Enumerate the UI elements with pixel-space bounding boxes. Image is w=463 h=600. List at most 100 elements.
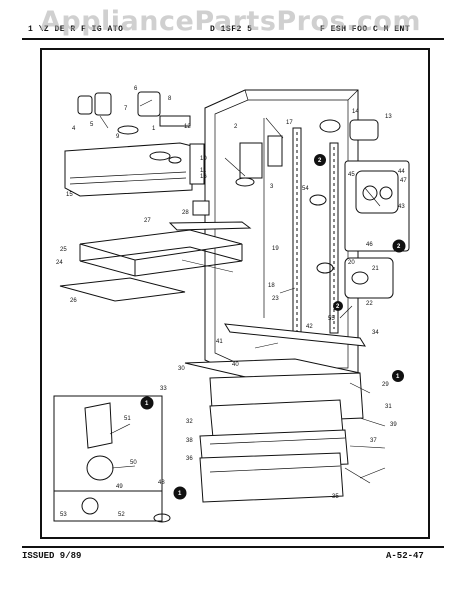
reference-marker-1-bottom (173, 486, 187, 500)
ref-marker-1-label-bottom: 1 (178, 491, 182, 497)
callout-33: 33 (160, 386, 167, 392)
callout-23: 23 (272, 296, 279, 302)
bracket-12 (159, 115, 191, 127)
ref-marker-1-label-crisper: 1 (396, 374, 400, 380)
crisper-cover-34 (224, 323, 366, 347)
callout-25: 25 (60, 247, 67, 253)
leveler-inset (53, 490, 163, 522)
reference-marker-2-inset (392, 239, 406, 253)
callout-14: 14 (352, 109, 359, 115)
door-shelf-roller-47 (362, 185, 378, 201)
roller-21 (351, 271, 369, 285)
crisper-drawer-36 (199, 452, 344, 503)
callout-45: 45 (348, 172, 355, 178)
evap-fan-19 (316, 262, 334, 274)
light-bulb-10 (149, 151, 171, 161)
thermostat-box (267, 135, 283, 167)
callout-29: 29 (382, 382, 389, 388)
callout-48: 48 (158, 480, 165, 486)
callout-31: 31 (385, 404, 392, 410)
ref-marker-2-label-top: 2 (318, 158, 322, 164)
light-socket (349, 119, 379, 141)
callout-8: 8 (168, 96, 172, 102)
callout-38: 38 (186, 438, 193, 444)
callout-49: 49 (116, 484, 123, 490)
shelf-rail-27 (168, 221, 252, 231)
callout-50: 50 (130, 460, 137, 466)
callout-39: 39 (390, 422, 397, 428)
callout-36: 36 (186, 456, 193, 462)
roller-assembly-20 (344, 257, 394, 299)
knob-3 (235, 177, 255, 187)
header-rule (22, 38, 444, 40)
footer-issued: ISSUED 9/89 (22, 551, 82, 561)
callout-15: 15 (66, 192, 73, 198)
watermark-logo: AppliancePartsPros.com (40, 6, 422, 37)
reference-marker-1-inset (140, 396, 154, 410)
callout-9: 9 (116, 134, 120, 140)
callout-43: 43 (398, 204, 405, 210)
callout-55: 55 (328, 316, 335, 322)
control-panel-15 (64, 142, 193, 197)
callout-42: 42 (306, 324, 313, 330)
control-housing (239, 142, 263, 179)
callout-32: 32 (186, 419, 193, 425)
reference-marker-1-crisper (392, 370, 404, 382)
callout-40: 40 (232, 362, 239, 368)
callout-20: 20 (348, 260, 355, 266)
hinge-51 (84, 402, 113, 449)
callout-46: 46 (366, 242, 373, 248)
exploded-parts-diagram: 1 2 3 4 5 6 7 8 9 10 11 12 13 14 15 16 1… (53, 86, 410, 523)
callout-37: 37 (370, 438, 377, 444)
callout-34: 34 (372, 330, 379, 336)
ref-marker-1-label-inset: 1 (145, 401, 149, 407)
callout-53: 53 (60, 512, 67, 518)
evap-fan-2 (309, 194, 327, 206)
ref-marker-2-label-rail: 2 (336, 304, 340, 310)
callout-7: 7 (124, 106, 128, 112)
shelf-front-25 (79, 229, 243, 261)
callout-47: 47 (400, 178, 407, 184)
footer-rule (22, 546, 444, 548)
callout-12: 12 (184, 124, 191, 130)
callout-19: 19 (272, 246, 279, 252)
diagram-frame (40, 48, 430, 539)
callout-13: 13 (385, 114, 392, 120)
callout-30: 30 (178, 366, 185, 372)
callout-3: 3 (270, 184, 274, 190)
callout-10: 10 (200, 156, 207, 162)
shelf-trim-26 (59, 277, 186, 302)
callout-21: 21 (372, 266, 379, 272)
callout-1: 1 (152, 126, 156, 132)
callout-35: 35 (332, 494, 339, 500)
header-model-title: 1 \Z DE R F IG ATO (28, 25, 124, 34)
footer-code: A-52-47 (386, 551, 424, 561)
callout-44: 44 (398, 169, 405, 175)
bracket-28 (192, 200, 210, 216)
callout-52: 52 (118, 512, 125, 518)
reference-marker-2-rail (333, 301, 343, 311)
callout-2: 2 (234, 124, 238, 130)
thermostat-housing-5 (94, 92, 112, 116)
callout-11: 11 (200, 168, 207, 174)
door-shelf-roller-43 (379, 186, 393, 200)
header-model-number: D 1SF2 5 (210, 25, 253, 34)
fan-motor (319, 119, 341, 133)
callout-16: 16 (200, 174, 207, 180)
callout-27: 27 (144, 218, 151, 224)
page-header: 1 \Z DE R F IG ATO D 1SF2 5 F ESH FOO C … (22, 18, 444, 40)
callout-17: 17 (286, 120, 293, 126)
callout-51: 51 (124, 416, 131, 422)
ref-marker-2-label-inset: 2 (397, 244, 401, 250)
callout-54: 54 (302, 186, 309, 192)
knob-9 (117, 125, 139, 135)
callout-5: 5 (90, 122, 94, 128)
reference-marker-2-top (314, 154, 326, 166)
callout-56: 56 (334, 306, 341, 312)
thermostat-knob-4 (77, 95, 93, 115)
roller-53 (81, 497, 99, 515)
thermostat-control-7 (137, 91, 161, 117)
callout-26: 26 (70, 298, 77, 304)
callout-22: 22 (366, 301, 373, 307)
callout-28: 28 (182, 210, 189, 216)
